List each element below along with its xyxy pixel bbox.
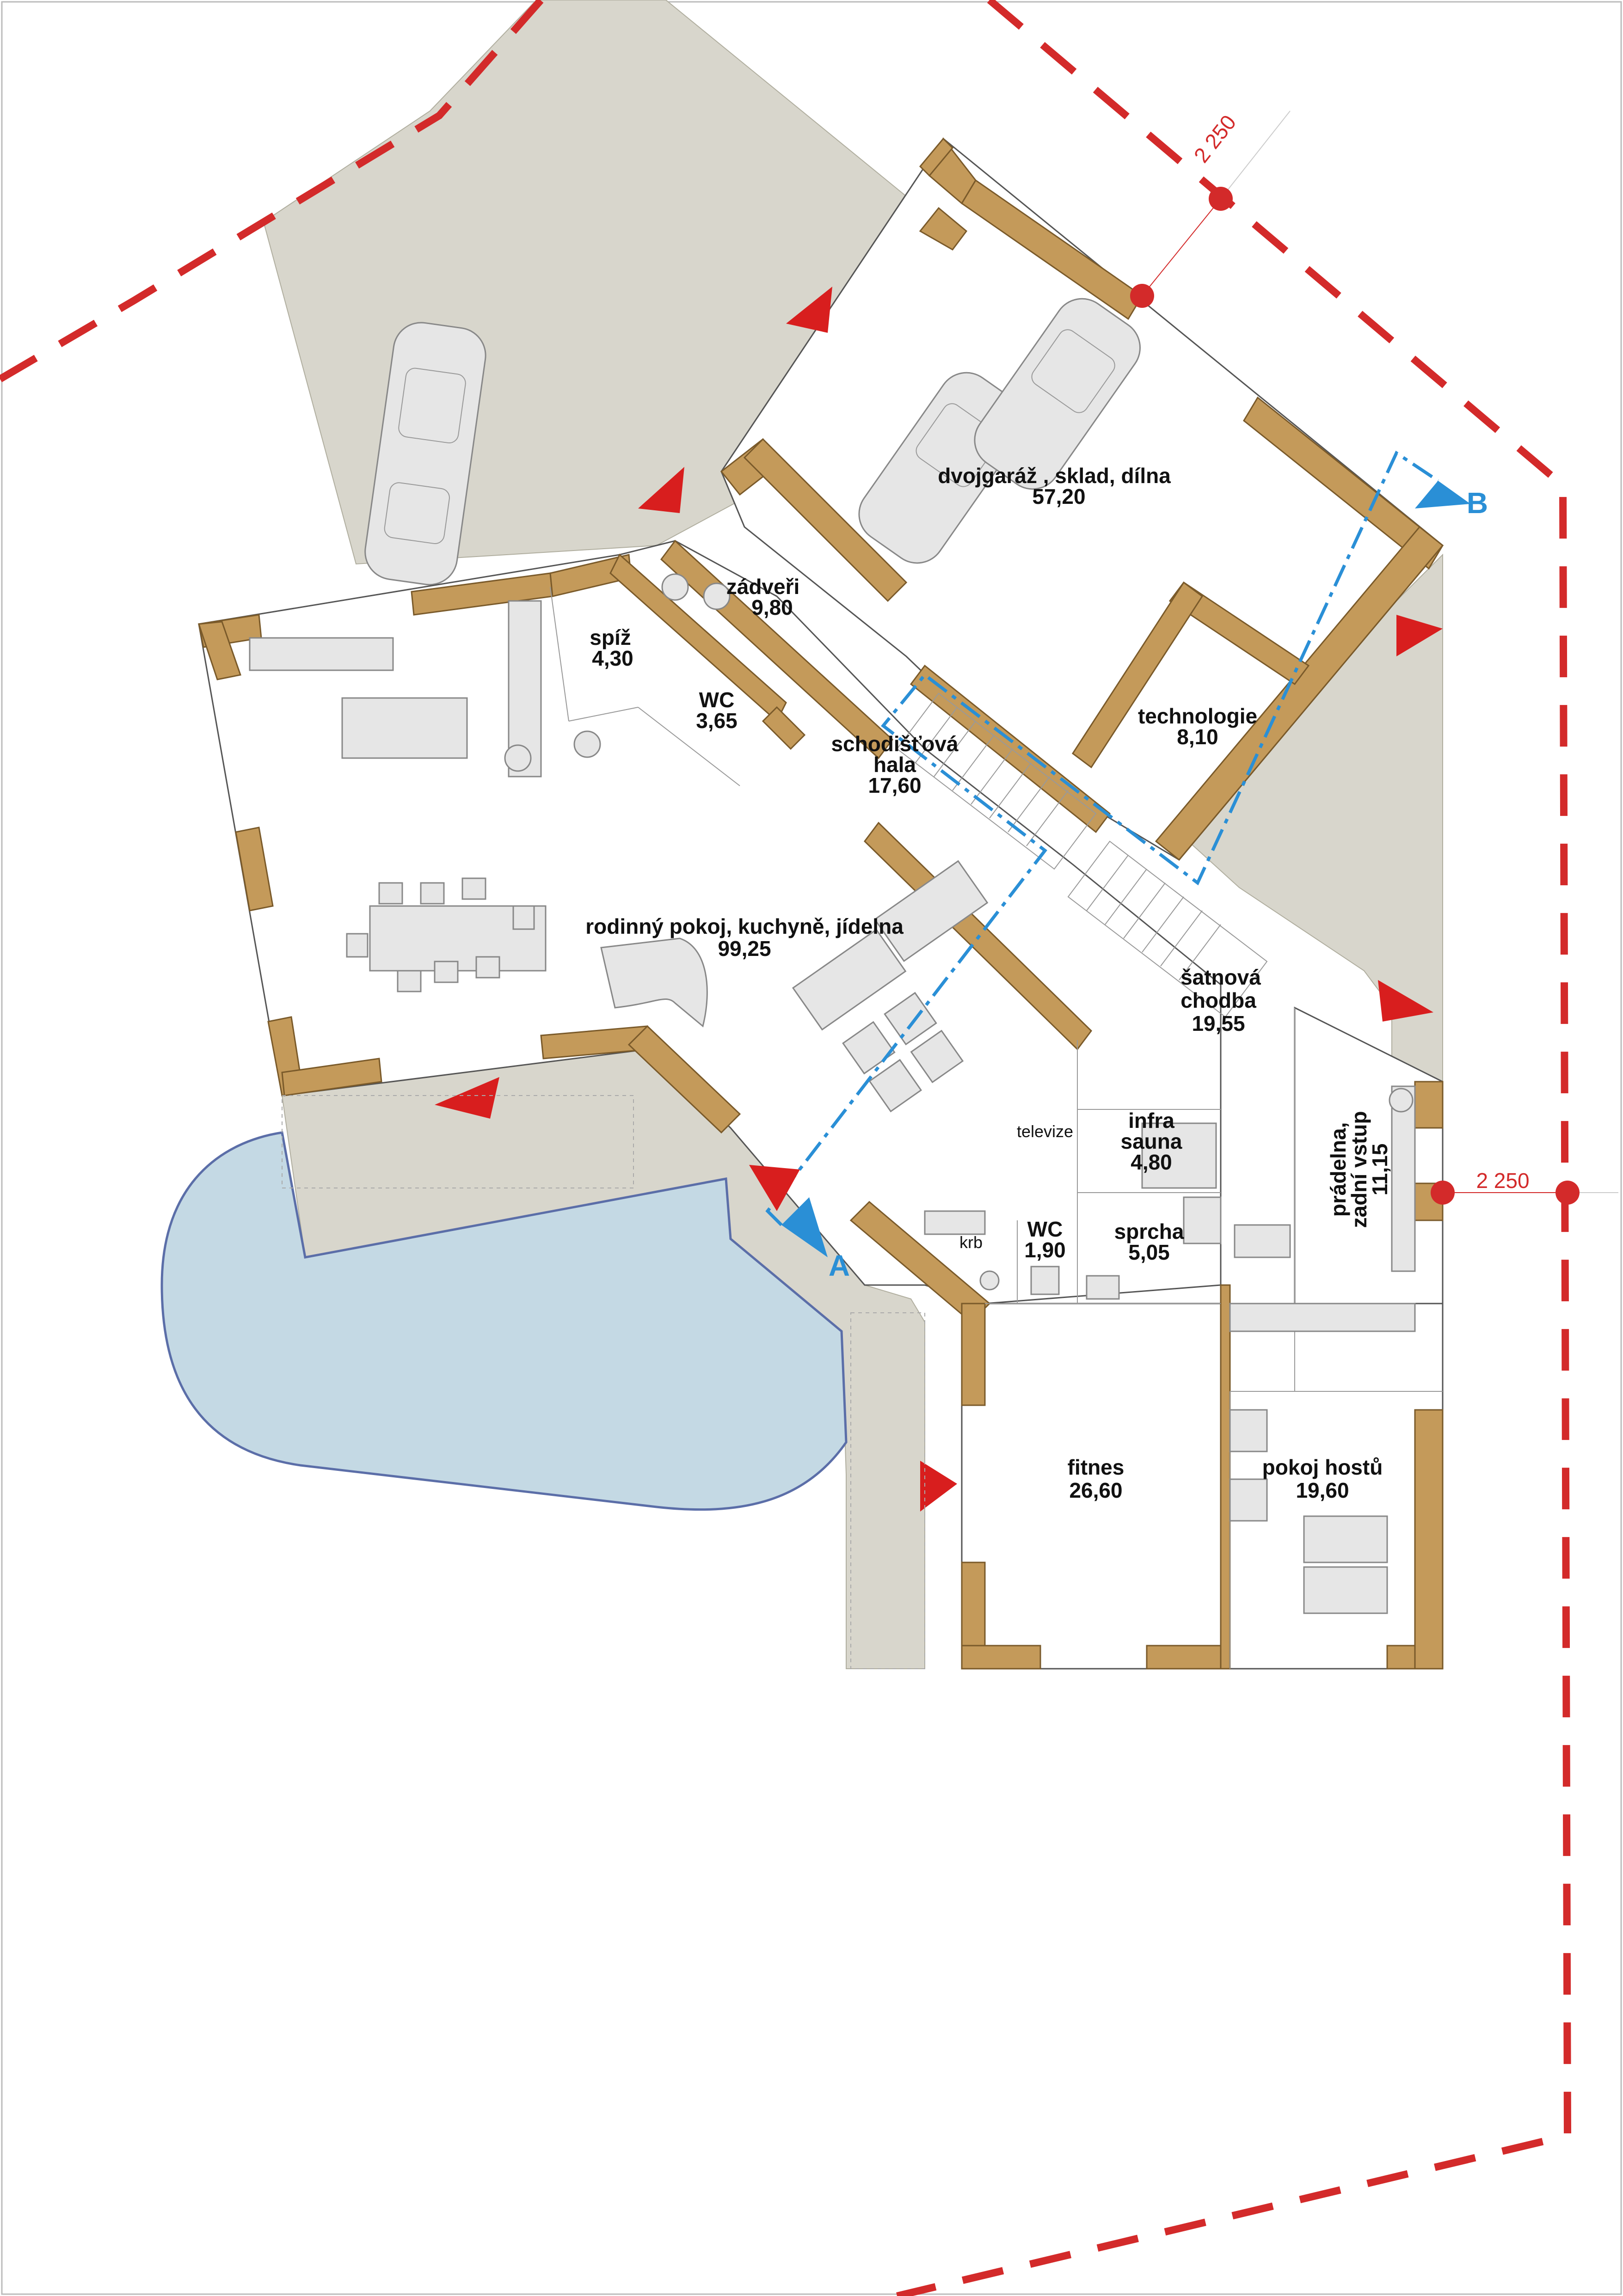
room-label-technology: technologie [1138,704,1257,728]
room-area-pantry: 4,30 [592,646,633,670]
room-area-shower: 5,05 [1128,1240,1170,1264]
room-label-guest-room: pokoj hostů [1262,1455,1383,1479]
swimming-pool [160,1131,848,1511]
room-labels: dvojgaráž , sklad, dílna 57,20 zádveři 9… [585,464,1392,1502]
guest-furniture [661,573,1416,1614]
garage-cars [858,298,1141,564]
room-label-vestibule: zádveři [726,575,800,599]
garage-walls [720,137,1444,861]
room-label-pantry: spíž [590,625,631,649]
room-label-fitness: fitnes [1068,1455,1125,1479]
room-label-stair-hall-2: hala [873,753,916,777]
room-area-living: 99,25 [718,937,771,961]
room-label-wc-upper: WC [699,688,735,712]
kitchen-furniture [249,600,708,1028]
room-label-wardrobe-corridor: šatnová [1180,965,1261,989]
entrance-arrow [638,467,684,513]
room-area-sauna: 4,80 [1131,1150,1172,1174]
section-arrow-a [781,1197,828,1257]
entrance-arrow [749,1165,800,1211]
fireplace-label: krb [959,1233,983,1252]
room-area-stair-hall: 17,60 [868,773,921,797]
staircase [896,692,1268,1018]
room-area-wc-upper: 3,65 [696,709,738,733]
section-marker-b: B [1467,486,1488,520]
section-marker-a: A [829,1249,850,1282]
south-walls [961,1081,1444,1670]
room-label-living: rodinný pokoj, kuchyně, jídelna [585,914,904,938]
dimension-right-label: 2 250 [1476,1169,1529,1193]
room-area-wc-lower: 1,90 [1024,1238,1066,1262]
south-paving-outline [850,1312,925,1669]
room-label-laundry: prádelna, [1326,1122,1350,1217]
room-label-shower: sprcha [1114,1219,1184,1243]
site-boundary-east [896,0,1572,2296]
section-line [765,450,1439,1226]
room-label-wardrobe-corridor-2: chodba [1180,988,1256,1012]
room-label-stair-hall: schodišťová [831,732,959,756]
room-area-vestibule: 9,80 [751,595,793,619]
room-label-laundry-group: prádelna, zadní vstup 11,15 [1326,1111,1392,1228]
entrance-arrow [786,287,832,333]
room-label-laundry-2: zadní vstup [1347,1111,1371,1228]
dimension-right: 2 250 [1431,1169,1618,1205]
room-area-guest-room: 19,60 [1296,1478,1349,1502]
site-boundary [0,0,544,382]
entrance-markers [435,287,1443,1512]
partitions [550,587,1443,1669]
room-area-wardrobe-corridor: 19,55 [1192,1011,1245,1035]
parked-car-driveway [364,322,486,586]
room-label-sauna-2: sauna [1121,1129,1182,1153]
room-area-garage: 57,20 [1032,484,1085,508]
tv-label: televize [1017,1122,1073,1141]
room-area-fitness: 26,60 [1069,1478,1122,1502]
entrance-arrow [435,1077,499,1119]
entrance-arrow [1396,615,1443,656]
room-label-wc-lower: WC [1027,1217,1063,1241]
room-label-garage: dvojgaráž , sklad, dílna [938,464,1171,488]
room-label-sauna: infra [1128,1108,1174,1133]
entrance-arrow [1378,980,1433,1022]
room-area-laundry: 11,15 [1368,1144,1392,1196]
room-area-technology: 8,10 [1177,725,1218,749]
section-arrow-b [1415,481,1470,508]
entrance-arrow [920,1461,957,1512]
